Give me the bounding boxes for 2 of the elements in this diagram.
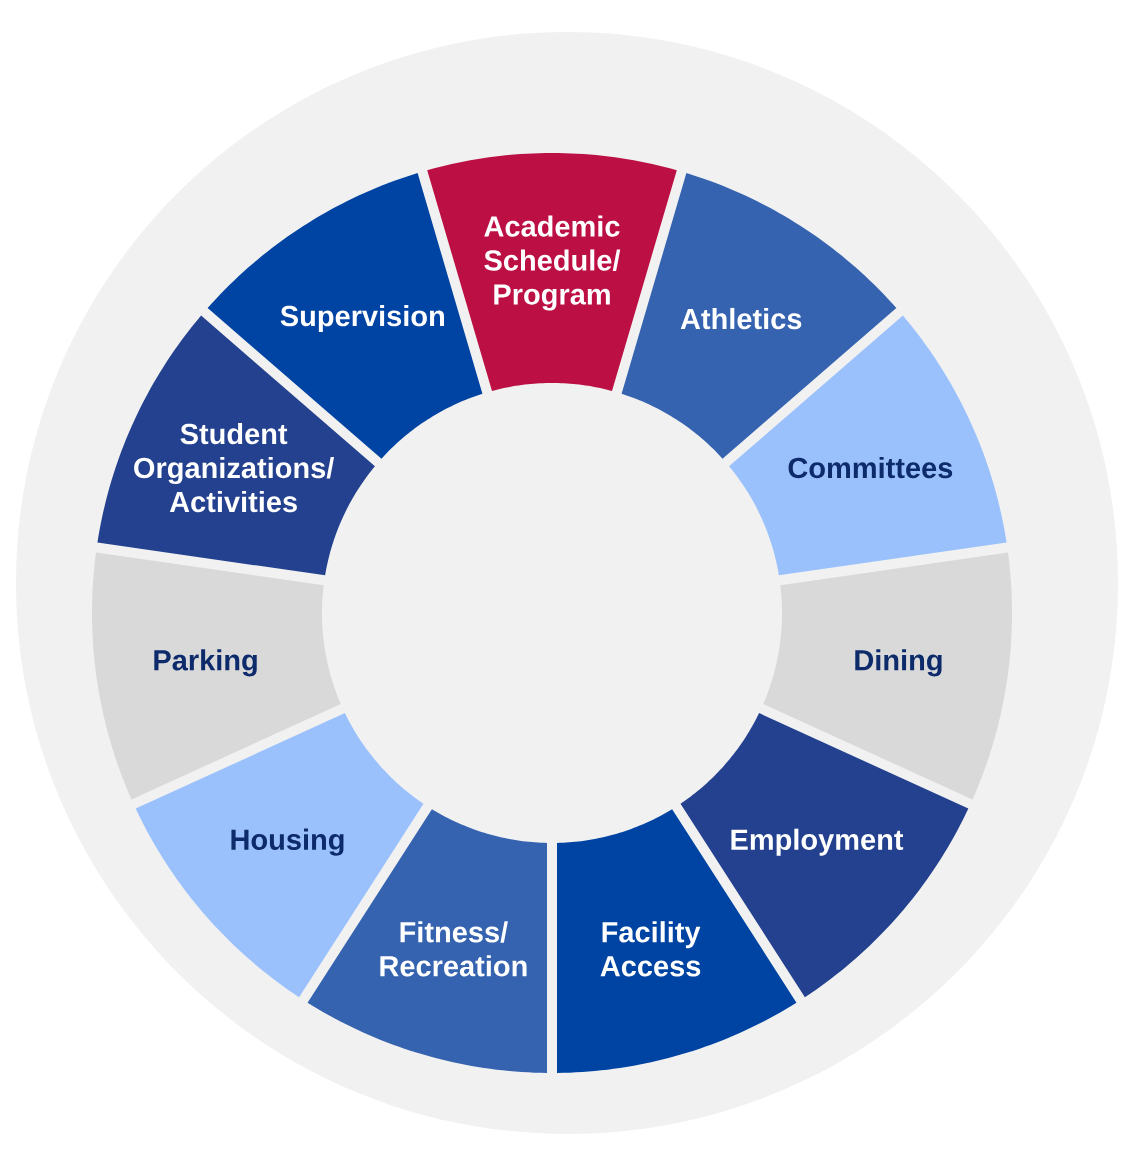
ring-segment: Dining bbox=[763, 552, 1012, 800]
ring-segment: Parking bbox=[92, 552, 341, 800]
